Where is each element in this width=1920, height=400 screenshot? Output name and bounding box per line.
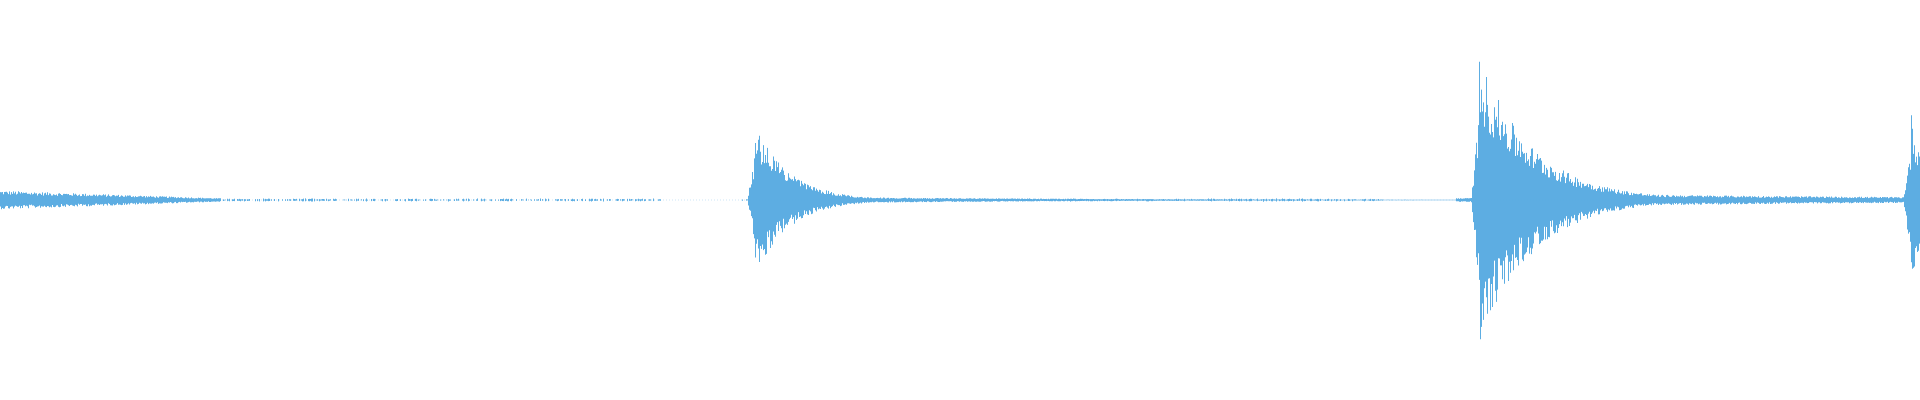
- waveform-samples: [0, 61, 1920, 340]
- waveform-path: [0, 61, 1920, 340]
